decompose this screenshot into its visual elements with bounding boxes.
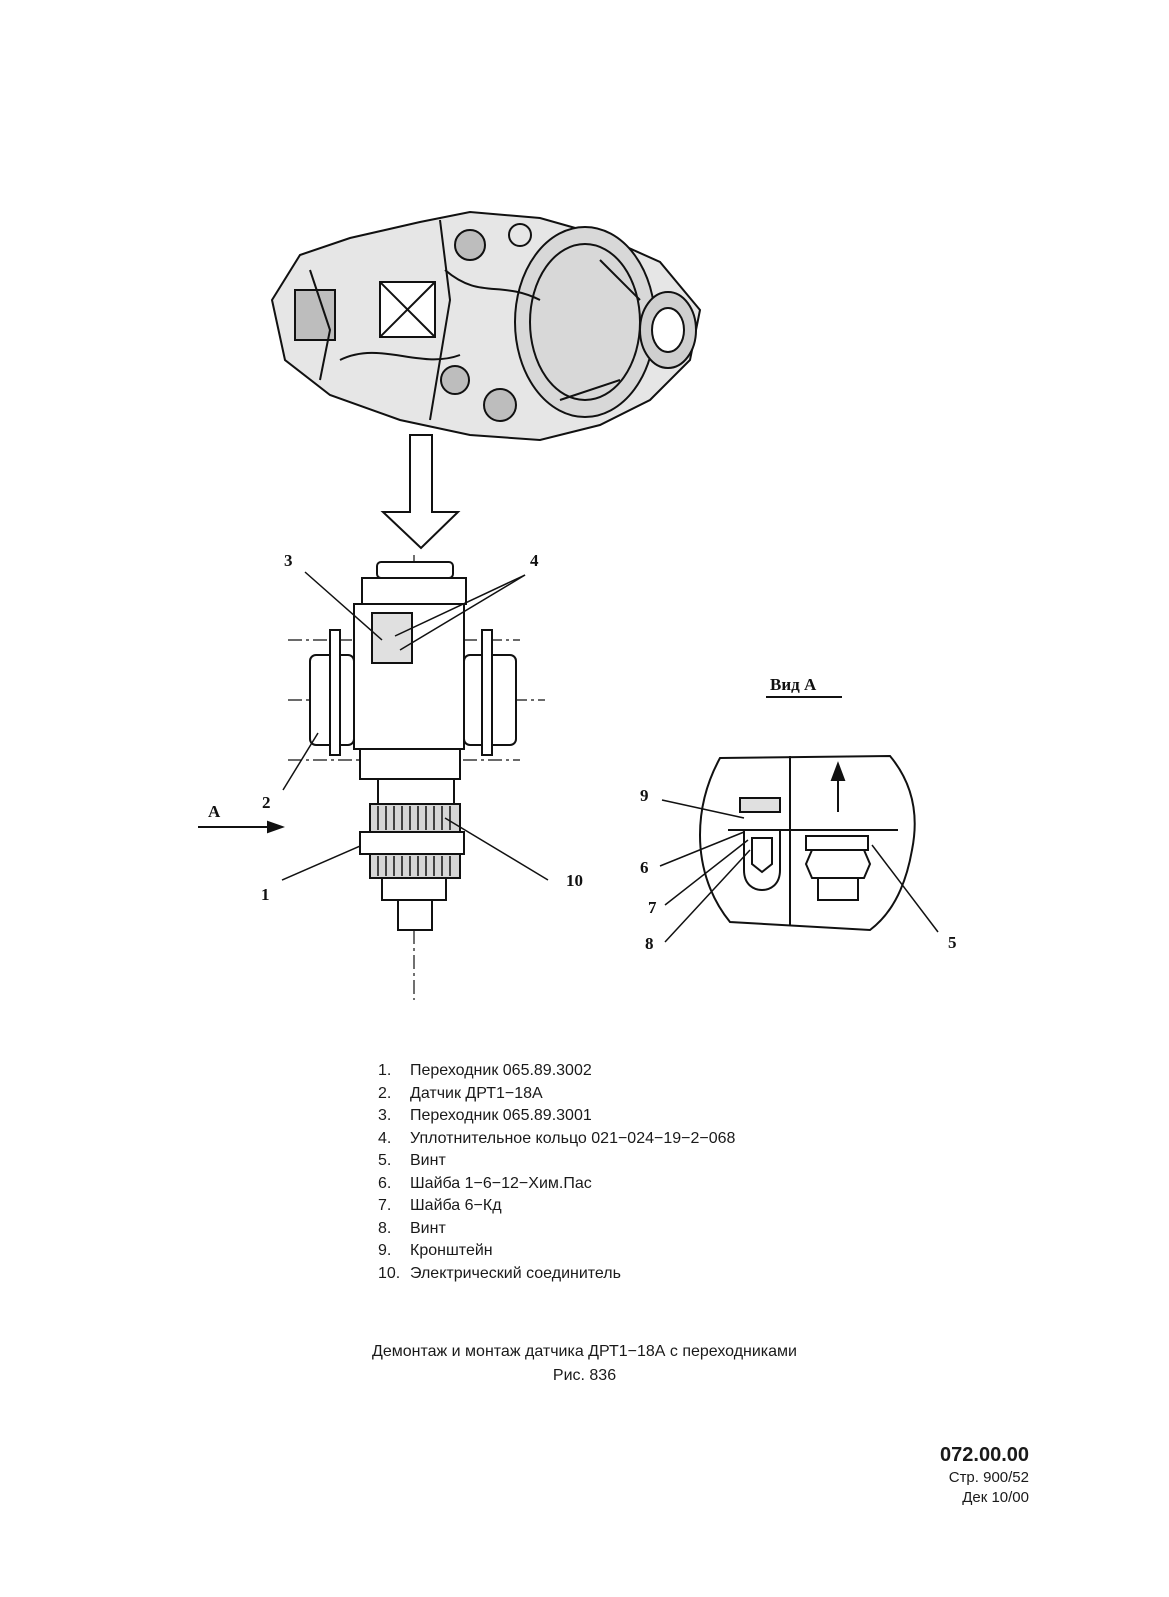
callout-4: 4 bbox=[530, 551, 539, 570]
parts-legend: 1.Переходник 065.89.3002 2.Датчик ДРТ1−1… bbox=[378, 1060, 735, 1285]
figure-caption-title: Демонтаж и монтаж датчика ДРТ1−18А с пер… bbox=[372, 1343, 797, 1360]
document-info: 072.00.00 Стр. 900/52 Дек 10/00 bbox=[940, 1442, 1029, 1508]
callout-3: 3 bbox=[284, 551, 293, 570]
callout-6: 6 bbox=[640, 858, 649, 877]
legend-item: 5.Винт bbox=[378, 1152, 446, 1169]
legend-item: 10.Электрический соединитель bbox=[378, 1264, 621, 1282]
callout-8: 8 bbox=[645, 934, 654, 953]
chapter-code: 072.00.00 bbox=[940, 1444, 1029, 1466]
legend-item: 4.Уплотнительное кольцо 021−024−19−2−068 bbox=[378, 1129, 736, 1147]
legend-item: 7.Шайба 6−Кд bbox=[378, 1197, 502, 1214]
view-a-detail bbox=[698, 754, 916, 932]
legend-item: 2.Датчик ДРТ1−18А bbox=[378, 1084, 543, 1102]
view-arrow-label: А bbox=[208, 802, 221, 821]
page-number: Стр. 900/52 bbox=[948, 1469, 1029, 1486]
legend-item: 8.Винт bbox=[378, 1219, 446, 1237]
legend-item: 6.Шайба 1−6−12−Хим.Пас bbox=[378, 1174, 592, 1192]
legend-item: 3.Переходник 065.89.3001 bbox=[378, 1107, 592, 1124]
callout-5: 5 bbox=[948, 933, 957, 952]
leader-lines-view-a bbox=[659, 799, 939, 943]
leader-lines-main bbox=[281, 571, 549, 881]
sensor-assembly bbox=[309, 561, 517, 931]
legend-item: 1.Переходник 065.89.3002 bbox=[378, 1062, 592, 1079]
figure-number: Рис. 836 bbox=[552, 1367, 617, 1384]
callout-7: 7 bbox=[648, 898, 657, 917]
callout-1: 1 bbox=[261, 885, 270, 904]
callout-9: 9 bbox=[640, 786, 649, 805]
revision-date: Дек 10/00 bbox=[962, 1489, 1029, 1506]
technical-drawing: 3 4 2 1 10 А Вид А 9 6 7 8 5 bbox=[198, 210, 957, 1000]
legend-item: 9.Кронштейн bbox=[378, 1242, 493, 1259]
connector-ribs bbox=[377, 806, 451, 876]
callout-2: 2 bbox=[262, 793, 271, 812]
callout-10: 10 bbox=[566, 871, 583, 890]
engine-illustration bbox=[270, 210, 702, 442]
view-direction-arrow bbox=[380, 434, 461, 550]
view-a-arrow bbox=[198, 820, 285, 834]
view-a-title: Вид А bbox=[770, 675, 817, 694]
